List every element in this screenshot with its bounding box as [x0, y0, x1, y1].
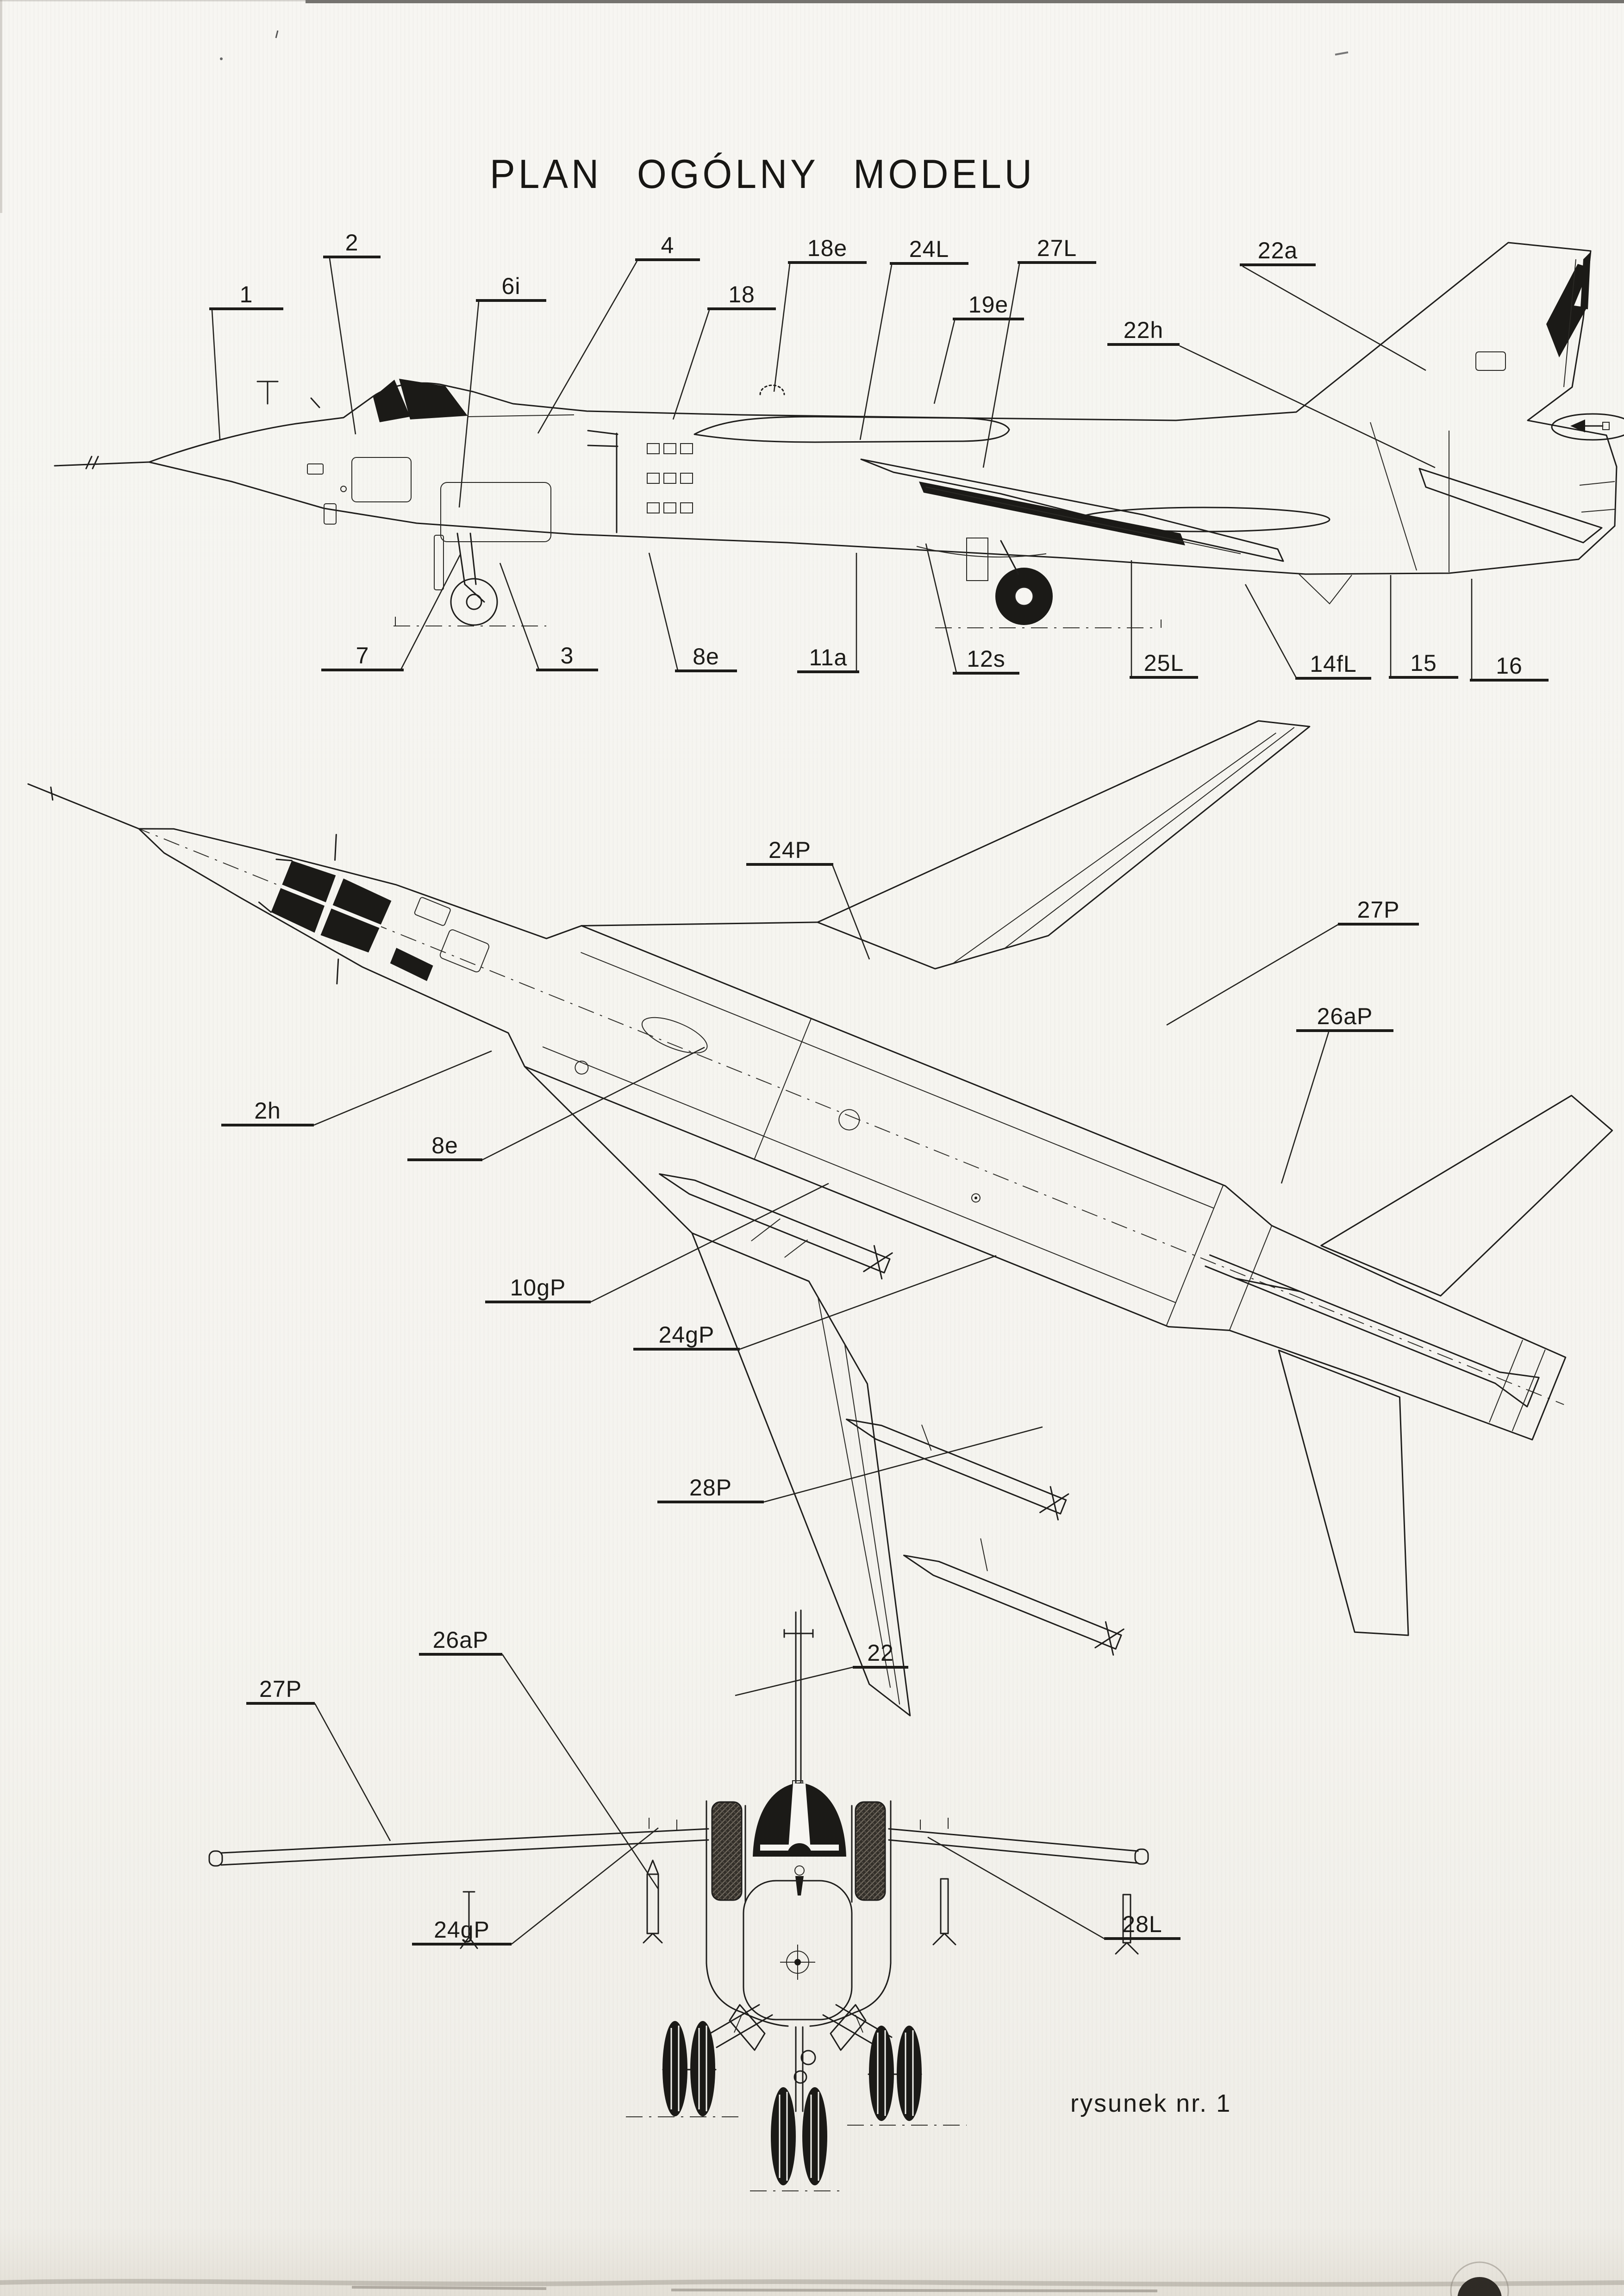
callout-15: 15	[1389, 650, 1458, 679]
callout-1: 1	[209, 282, 283, 310]
callout-14fL: 14fL	[1295, 651, 1371, 680]
callout-27L: 27L	[1018, 235, 1096, 264]
callout-19e: 19e	[953, 292, 1024, 320]
callout-22a: 22a	[1240, 238, 1316, 266]
callout-26aP-plan: 26aP	[1296, 1003, 1393, 1032]
callout-8e: 8e	[675, 644, 737, 672]
callout-25L: 25L	[1130, 650, 1198, 679]
callout-leader-lines	[211, 258, 1473, 1945]
callout-3: 3	[536, 643, 598, 671]
callout-26aP-front: 26aP	[419, 1627, 502, 1656]
callout-22h: 22h	[1107, 317, 1180, 346]
callout-24P: 24P	[746, 837, 833, 866]
plan-view-drawing	[27, 720, 1613, 1716]
callout-2h: 2h	[221, 1098, 314, 1126]
callout-10gP: 10gP	[485, 1275, 591, 1303]
callout-28L: 28L	[1104, 1911, 1181, 1940]
callout-28P: 28P	[657, 1475, 764, 1503]
callout-27P-front: 27P	[246, 1676, 315, 1705]
callout-27P-plan: 27P	[1338, 897, 1419, 926]
callout-24gP-plan: 24gP	[633, 1322, 740, 1351]
callout-24L: 24L	[890, 236, 968, 265]
callout-22: 22	[853, 1640, 908, 1669]
callout-24gP-front: 24gP	[412, 1917, 512, 1946]
callout-7: 7	[321, 643, 404, 671]
callout-11a: 11a	[797, 644, 859, 673]
callout-18: 18	[707, 282, 776, 310]
callout-8e-plan: 8e	[407, 1132, 482, 1161]
callout-4: 4	[635, 232, 700, 261]
callout-12s: 12s	[953, 646, 1019, 675]
figure-caption: rysunek nr. 1	[1070, 2090, 1232, 2117]
callout-6i: 6i	[476, 273, 546, 302]
front-view-drawing	[208, 1609, 1149, 2191]
callout-18e: 18e	[788, 235, 867, 264]
callout-16: 16	[1470, 653, 1549, 682]
side-view-drawing	[54, 242, 1624, 628]
page-title: PLAN OGÓLNY MODELU	[490, 151, 1035, 197]
callout-2: 2	[323, 230, 381, 258]
